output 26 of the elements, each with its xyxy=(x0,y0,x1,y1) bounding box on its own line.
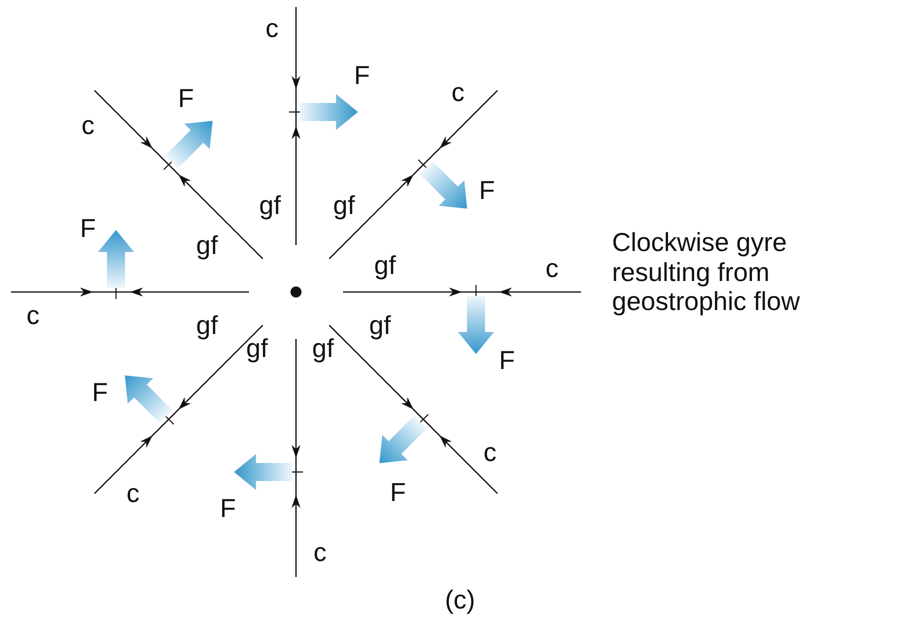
force-label: c xyxy=(82,112,94,138)
force-label: F xyxy=(92,379,108,405)
force-label: c xyxy=(314,539,326,565)
force-label: gf xyxy=(312,335,334,361)
force-label: F xyxy=(80,215,96,241)
force-label: c xyxy=(266,15,278,41)
force-label: c xyxy=(546,255,558,281)
force-label: c xyxy=(484,439,496,465)
force-label: gf xyxy=(196,232,218,258)
force-label: gf xyxy=(333,192,355,218)
force-label: F xyxy=(499,347,515,373)
force-label: gf xyxy=(369,312,391,338)
force-label: F xyxy=(390,479,406,505)
force-label: F xyxy=(479,177,495,203)
force-label: gf xyxy=(246,335,268,361)
force-label: F xyxy=(178,85,194,111)
description-text: Clockwise gyre resulting from geostrophic flow xyxy=(612,228,801,317)
force-label: c xyxy=(26,302,40,328)
force-label: c xyxy=(126,480,140,506)
force-label: c xyxy=(452,79,464,105)
caption: (c) xyxy=(444,584,476,616)
force-label: gf xyxy=(196,312,218,338)
force-label: F xyxy=(354,62,370,88)
force-label: gf xyxy=(259,192,281,218)
force-label: gf xyxy=(374,252,396,278)
force-label: F xyxy=(220,495,236,521)
